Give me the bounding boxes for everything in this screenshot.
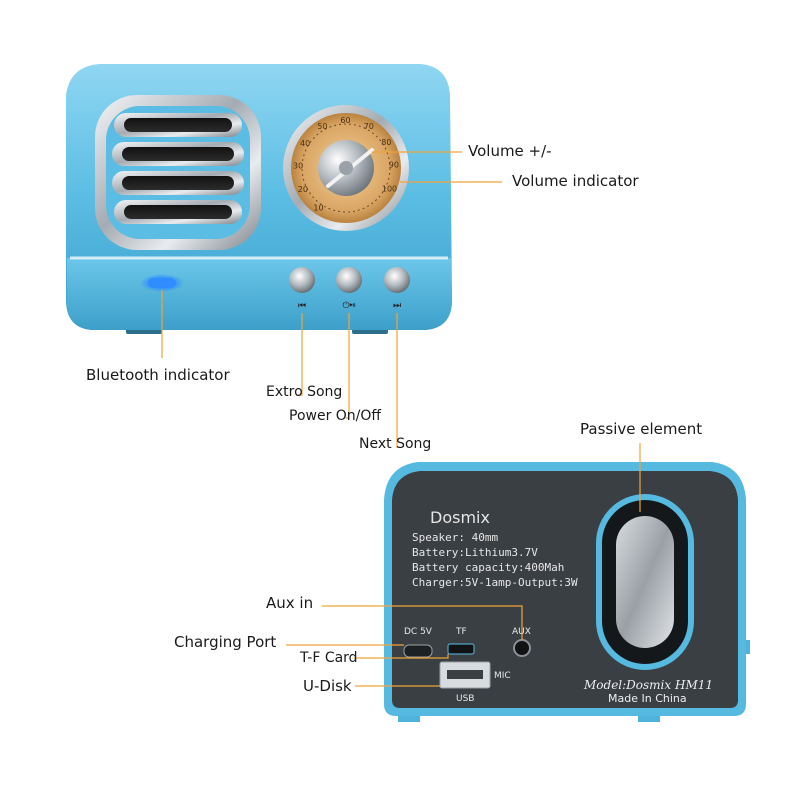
- leader-power: [346, 313, 350, 419]
- leader-aux: [322, 605, 523, 640]
- dial-number: 100: [382, 184, 397, 193]
- label-volume: Volume +/-: [468, 142, 552, 160]
- spec-line: Battery capacity:400Mah: [412, 561, 565, 574]
- dial-number: 70: [364, 122, 374, 131]
- next-button[interactable]: [384, 267, 410, 293]
- port-label-dc: DC 5V: [404, 627, 432, 637]
- grille-slot: [122, 176, 234, 190]
- label-u-disk: U-Disk: [303, 677, 352, 695]
- dial-tick-ring: [301, 123, 391, 213]
- speaker-front: 10 20 30 40 50 60 70 80 90 100 ⏮ ⏻⏯ ⏭: [66, 64, 453, 334]
- spec-line: Battery:Lithium3.7V: [412, 546, 538, 559]
- bluetooth-led-core: [148, 278, 176, 288]
- spec-line: Speaker: 40mm: [412, 531, 499, 544]
- spec-line: Charger:5V-1amp-Output:3W: [412, 576, 578, 589]
- grille-slot: [124, 205, 232, 219]
- grille-slot: [122, 147, 234, 161]
- leader-tf: [354, 654, 449, 659]
- grille-slot: [124, 118, 232, 132]
- back-brand: Dosmix: [430, 508, 490, 527]
- port-label-aux: AUX: [512, 627, 531, 637]
- label-bluetooth-indicator: Bluetooth indicator: [86, 366, 230, 384]
- grille-slots: [112, 113, 244, 224]
- next-icon: ⏭: [393, 301, 401, 311]
- label-charging-port: Charging Port: [174, 633, 277, 651]
- label-volume-indicator: Volume indicator: [512, 172, 639, 190]
- port-label-tf: TF: [456, 627, 467, 637]
- dial-number: 60: [340, 116, 350, 125]
- passive-radiator: [616, 516, 674, 648]
- back-leader-lines: [286, 443, 641, 687]
- label-extro-song: Extro Song: [266, 384, 343, 400]
- label-passive-element: Passive element: [580, 420, 703, 438]
- label-power: Power On/Off: [289, 408, 382, 424]
- front-leader-lines: [161, 151, 502, 448]
- power-play-icon: ⏻⏯: [343, 300, 356, 311]
- dial-number: 80: [381, 138, 391, 147]
- prev-button[interactable]: [289, 267, 315, 293]
- label-next-song: Next Song: [359, 436, 432, 452]
- leader-extro: [296, 313, 303, 396]
- tf-slot[interactable]: [447, 643, 475, 655]
- speaker-back: [384, 462, 750, 722]
- aux-jack[interactable]: [513, 639, 531, 657]
- label-aux-in: Aux in: [266, 594, 314, 612]
- dial-number: 10: [313, 203, 323, 212]
- dial-number: 90: [389, 161, 399, 170]
- usb-port-tongue: [447, 670, 483, 679]
- power-play-button[interactable]: [336, 267, 362, 293]
- prev-icon: ⏮: [298, 301, 306, 311]
- dial-number: 30: [293, 162, 303, 171]
- back-made-in: Made In China: [608, 692, 687, 705]
- port-label-usb: USB: [456, 694, 475, 704]
- port-label-mic: MIC: [494, 671, 511, 681]
- back-model: Model:Dosmix HM11: [584, 678, 713, 692]
- dc-port[interactable]: [403, 644, 433, 658]
- dial-number: 50: [317, 122, 327, 131]
- dial-number: 40: [300, 139, 310, 148]
- knob-cap: [339, 161, 353, 175]
- label-tf-card: T-F Card: [300, 650, 358, 666]
- dial-numbers: 10 20 30 40 50 60 70 80 90 100: [293, 116, 399, 212]
- dial-number: 20: [298, 185, 308, 194]
